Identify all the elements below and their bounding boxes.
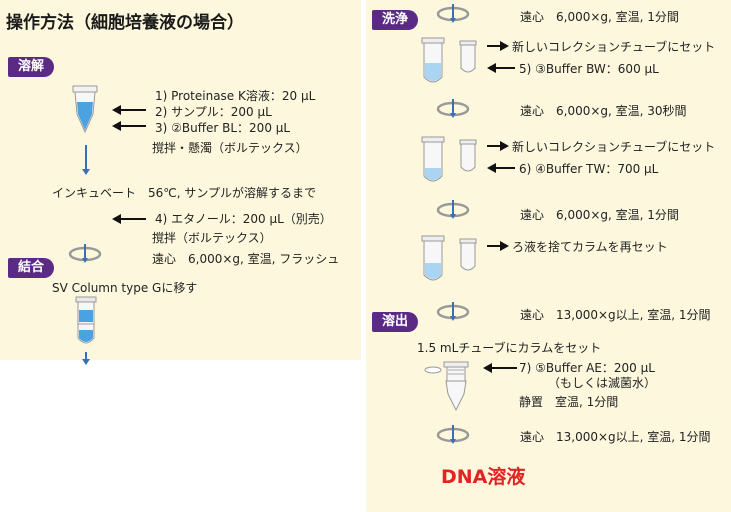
arrow-right-icon [487,241,509,251]
section-badge-wash: 洗浄 [372,10,419,30]
collection-tube-icon [421,37,445,83]
step-text: インキュベート 56℃, サンプルが溶解するまで [52,186,317,200]
page-title: 操作方法（細胞培養液の場合） [6,13,244,33]
section-badge-elution: 溶出 [372,312,419,332]
flow-arrow [82,145,90,175]
section-badge-lysis: 溶解 [8,57,55,77]
elution-tube-icon [424,361,469,412]
spin-column-icon [459,40,477,73]
section-badge-binding: 結合 [8,258,55,278]
step-text: 静置 室温, 1分間 [519,395,619,409]
left-panel [0,0,361,360]
centrifuge-icon [436,200,470,219]
step-text: （もしくは滅菌水） [548,376,657,390]
step-text: 撹拌（ボルテックス） [152,231,272,245]
arrow-left-icon [487,63,515,73]
step-text: 新しいコレクションチューブにセット [512,40,716,54]
step-text: SV Column type Gに移す [52,281,198,295]
collection-tube-icon [421,235,445,281]
step-text: 5) ③Buffer BW：600 µL [519,62,659,76]
spin-column-icon [75,296,97,344]
step-text: 1.5 mLチューブにカラムをセット [417,341,602,355]
spin-column-icon [459,238,477,271]
step-text: 7) ⑤Buffer AE：200 µL [519,361,655,375]
centrifuge-icon [436,99,470,118]
step-text: 遠心 6,000×g, 室温, 1分間 [520,10,679,24]
step-text: 遠心 6,000×g, 室温, 30秒間 [520,104,687,118]
arrow-left-icon [112,121,146,131]
flow-arrow [82,352,90,365]
step-text: 新しいコレクションチューブにセット [512,140,716,154]
arrow-left-icon [112,105,146,115]
step-text: 遠心 6,000×g, 室温, 1分間 [520,208,679,222]
step-text: 6) ④Buffer TW：700 µL [519,162,659,176]
step-text: 遠心 13,000×g以上, 室温, 1分間 [520,430,711,444]
centrifuge-icon [436,302,470,321]
step-text: 遠心 13,000×g以上, 室温, 1分間 [520,308,711,322]
arrow-left-icon [483,363,517,373]
spin-column-icon [459,139,477,172]
step-text: 2) サンプル：200 µL [155,105,272,119]
step-text: 撹拌・懸濁（ボルテックス） [152,141,308,155]
centrifuge-icon [436,425,470,444]
arrow-right-icon [487,41,509,51]
step-text: 4) エタノール：200 µL（別売） [155,212,332,226]
step-text: ろ液を捨てカラムを再セット [512,240,668,254]
arrow-right-icon [487,141,509,151]
collection-tube-icon [421,136,445,182]
centrifuge-icon [436,4,470,23]
step-text: 3) ②Buffer BL：200 µL [155,121,291,135]
centrifuge-icon [68,244,102,263]
arrow-left-icon [112,214,146,224]
microtube-icon [72,85,98,134]
step-text: 1) Proteinase K溶液：20 µL [155,89,316,103]
step-text: 遠心 6,000×g, 室温, フラッシュ [152,252,340,266]
result-label: DNA溶液 [441,466,526,488]
arrow-left-icon [487,163,515,173]
